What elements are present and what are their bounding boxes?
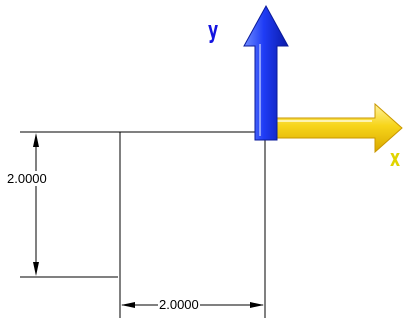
horizontal-dimension-text: 2.0000	[158, 297, 200, 312]
y-axis-arrow-icon	[243, 4, 289, 141]
x-axis-arrow-icon	[267, 102, 403, 154]
dim-arrow-left	[121, 302, 135, 308]
geometry-lines	[20, 131, 266, 318]
vertical-dimension	[33, 133, 39, 276]
x-axis-label: x	[390, 144, 401, 172]
y-axis-label: y	[208, 16, 219, 44]
dim-arrow-down	[33, 262, 39, 276]
dim-arrow-up	[33, 133, 39, 147]
vertical-dimension-text: 2.0000	[6, 171, 48, 186]
dim-arrow-right	[250, 302, 264, 308]
